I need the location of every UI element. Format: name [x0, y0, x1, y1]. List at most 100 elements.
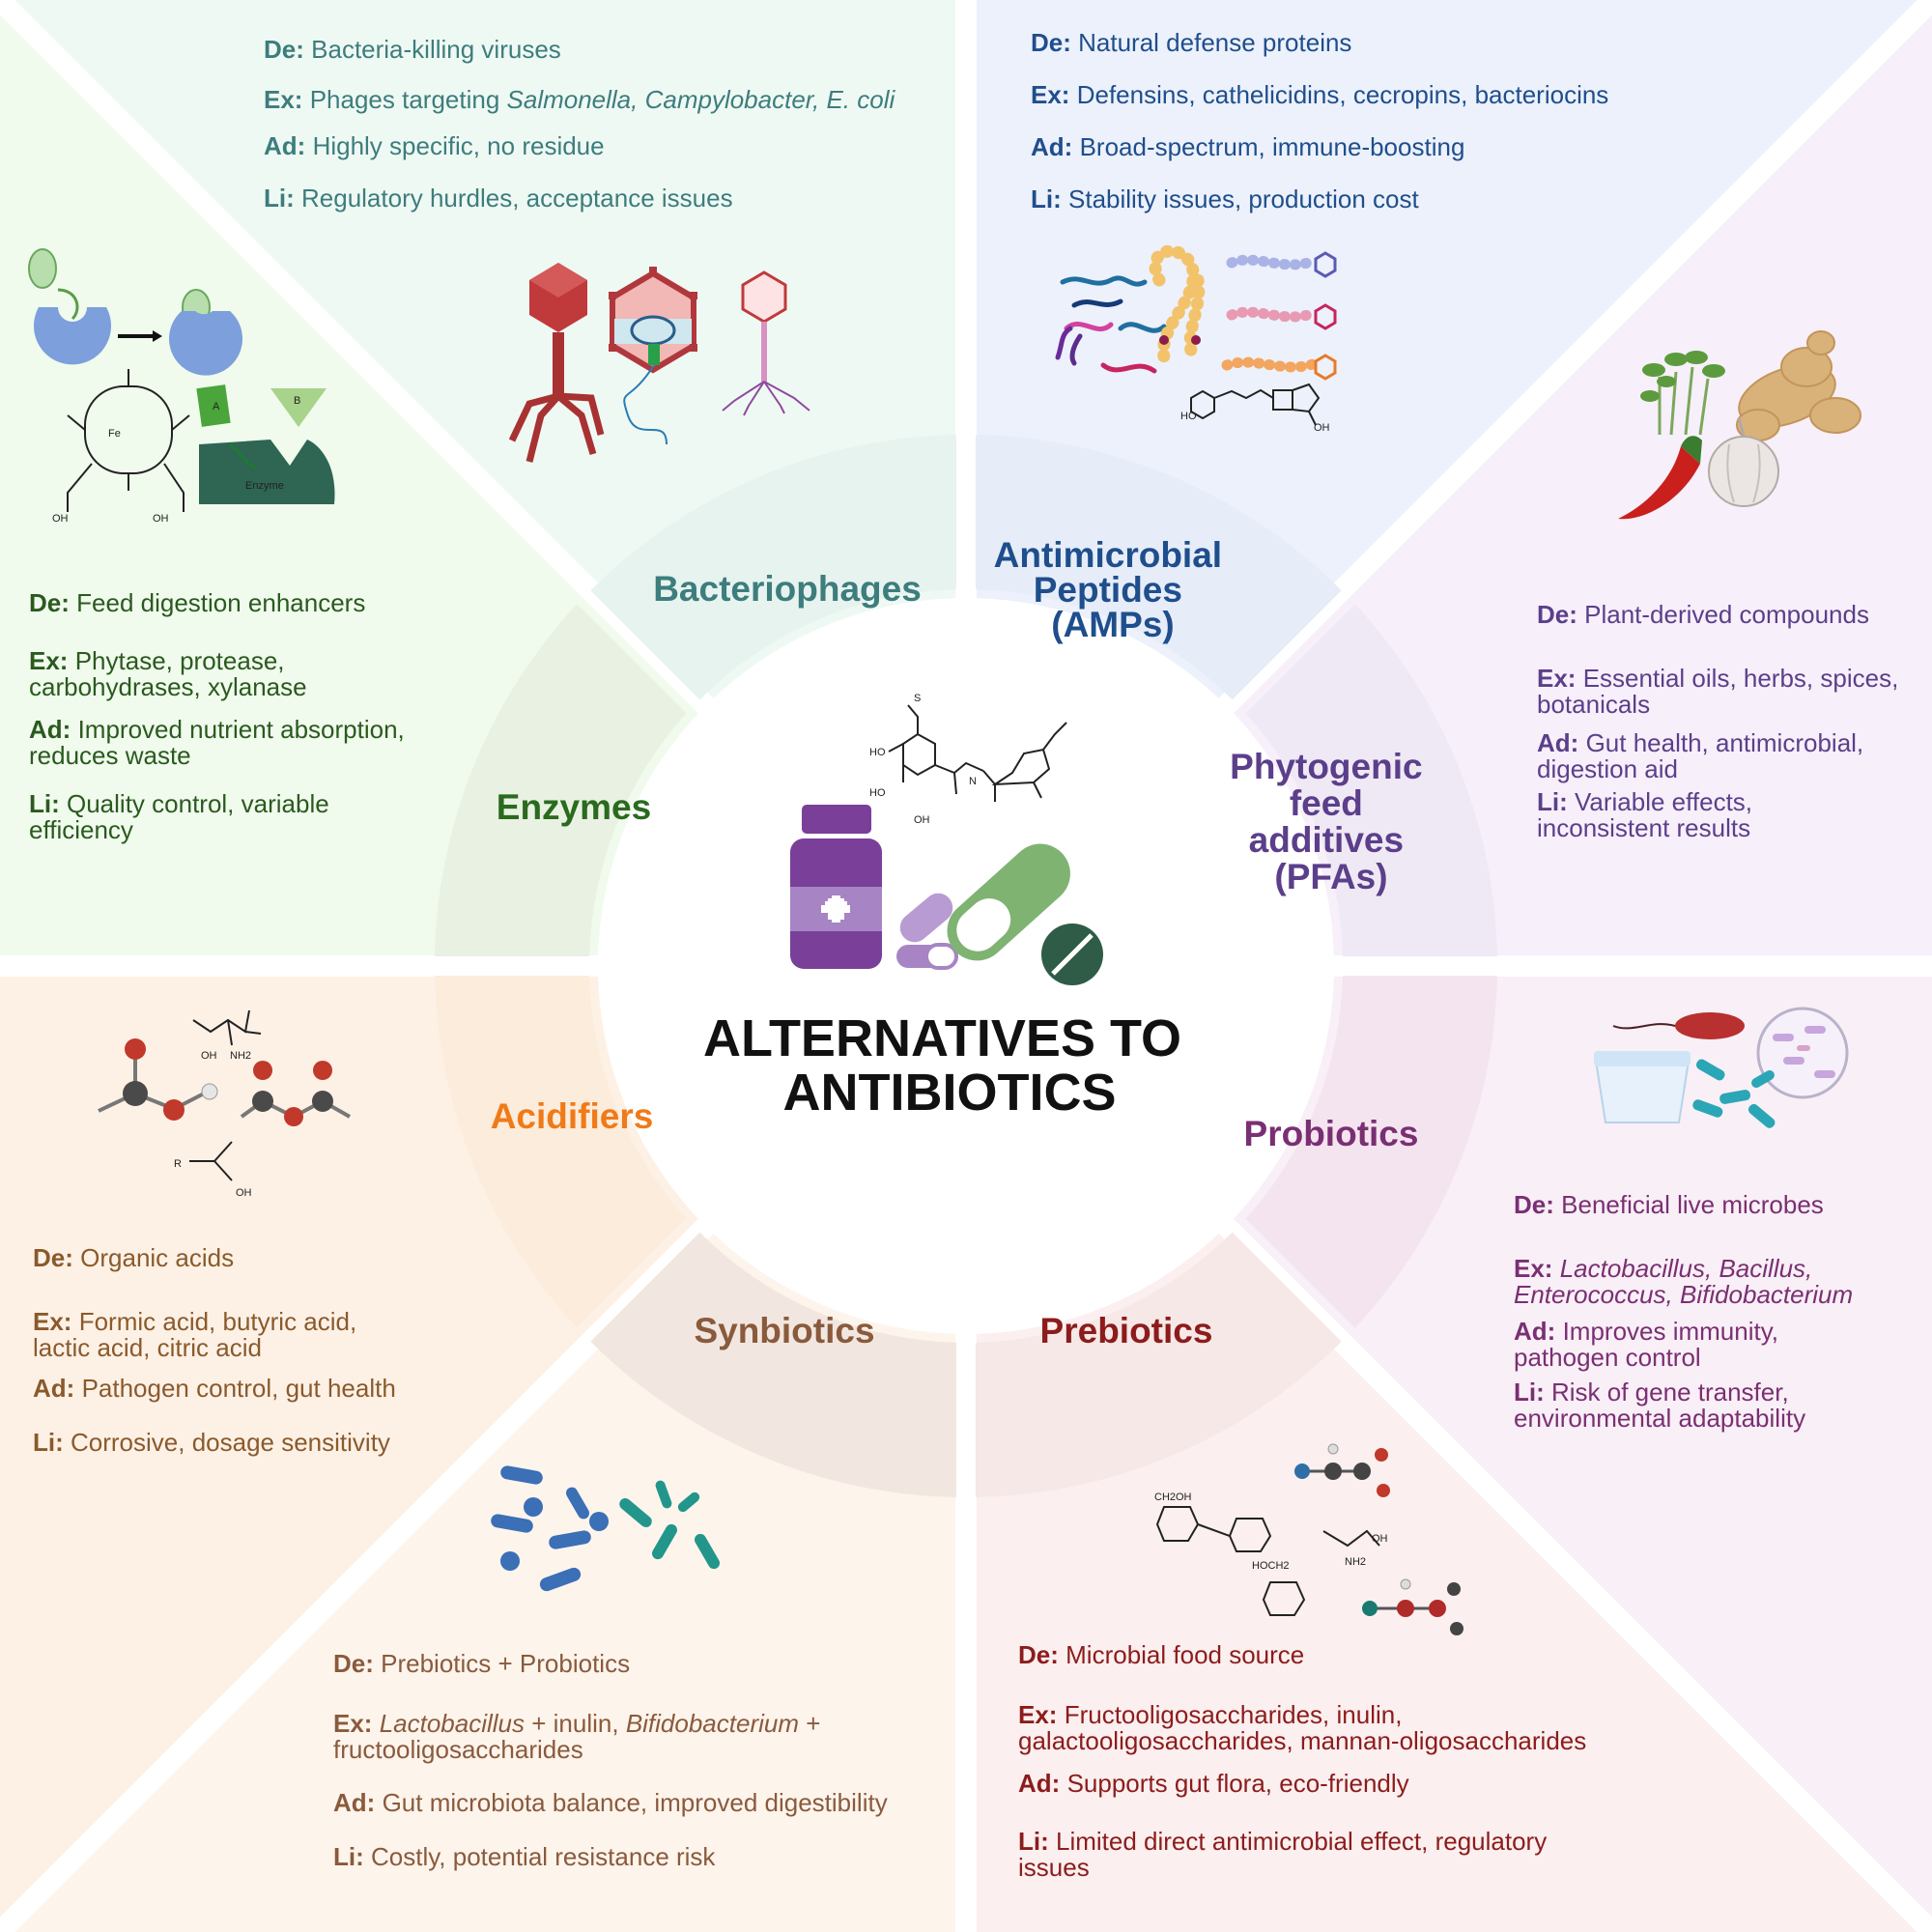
sprouts-icon — [1640, 351, 1725, 436]
info-bacteriophages: De: Bacteria-killing viruses Ex: Phages … — [264, 37, 895, 212]
ad-value: Pathogen control, gut health — [81, 1374, 396, 1403]
ad-value-2: pathogen control — [1514, 1343, 1701, 1372]
oligosaccharide-molecule-icon — [1155, 1506, 1380, 1616]
garlic-icon — [1708, 416, 1779, 507]
ex-key: Ex: — [1537, 664, 1577, 693]
chem-oh-4: OH — [201, 1050, 217, 1062]
ex-key: Ex: — [1031, 80, 1070, 109]
de-value: Microbial food source — [1065, 1640, 1305, 1669]
li-value: Corrosive, dosage sensitivity — [71, 1428, 390, 1457]
acid-molecule-icon — [98, 1038, 218, 1121]
ex-value-1: Essential oils, herbs, spices, — [1582, 664, 1899, 693]
ex-value-1: Fructooligosaccharides, inulin, — [1064, 1700, 1403, 1729]
de-key: De: — [1031, 28, 1071, 57]
chem-oh-7: OH — [153, 513, 169, 525]
label-bacteriophages: Bacteriophages — [653, 569, 922, 609]
bacteriophage-icon-1 — [508, 263, 605, 463]
chem-ho-1: HO — [869, 747, 886, 758]
ex-key: Ex: — [29, 646, 69, 675]
info-prebiotics: De: Microbial food source Ex: Fructoolig… — [1018, 1642, 1586, 1881]
ad-value-1: Improved nutrient absorption, — [77, 715, 405, 744]
ex-value-2: Enterococcus, Bifidobacterium — [1514, 1280, 1854, 1309]
medicine-bottle-icon — [790, 805, 882, 969]
ad-value-2: digestion aid — [1537, 754, 1678, 783]
beaded-peptide-icon — [1149, 244, 1337, 381]
ad-key: Ad: — [1018, 1769, 1061, 1798]
ad-key: Ad: — [1514, 1317, 1556, 1346]
label-phytogenic: Phytogenic feed additives (PFAs) — [1230, 747, 1433, 896]
li-key: Li: — [33, 1428, 64, 1457]
li-key: Li: — [1031, 185, 1062, 213]
de-value: Bacteria-killing viruses — [311, 35, 561, 64]
chem-nh2-2: NH2 — [230, 1050, 251, 1062]
ex-value: Phages targeting — [309, 85, 507, 114]
ex-mid-1: + inulin, — [525, 1709, 626, 1738]
li-key: Li: — [1537, 787, 1568, 816]
chem-ho-3: HO — [1180, 411, 1197, 422]
li-key: Li: — [264, 184, 295, 213]
rod-bacteria-icon — [1692, 1059, 1776, 1128]
bacteriophage-icon-2 — [609, 267, 697, 445]
info-amps: De: Natural defense proteins Ex: Defensi… — [1031, 30, 1608, 213]
chem-b-label: B — [294, 395, 300, 407]
li-value-1: Risk of gene transfer, — [1551, 1378, 1789, 1406]
ex-value-1: Formic acid, butyric acid, — [78, 1307, 357, 1336]
li-value-1: Limited direct antimicrobial effect, reg… — [1056, 1827, 1548, 1856]
ring-enzymes — [435, 604, 687, 956]
ad-value-2: reduces waste — [29, 741, 191, 770]
li-key: Li: — [29, 789, 60, 818]
info-synbiotics: De: Prebiotics + Probiotics Ex: Lactobac… — [333, 1651, 888, 1870]
chem-oh-1: OH — [914, 814, 930, 826]
de-value: Organic acids — [80, 1243, 235, 1272]
ex-mid-2: + — [799, 1709, 821, 1738]
ex-key: Ex: — [1514, 1254, 1553, 1283]
ex-key: Ex: — [33, 1307, 72, 1336]
label-probiotics: Probiotics — [1244, 1114, 1419, 1153]
de-value: Prebiotics + Probiotics — [381, 1649, 631, 1678]
li-value-2: issues — [1018, 1853, 1090, 1882]
chem-ho-2: HO — [869, 787, 886, 799]
chem-n-1: N — [969, 776, 977, 787]
tablet-icon — [1041, 923, 1103, 985]
ex-value-2: carbohydrases, xylanase — [29, 672, 307, 701]
li-value-1: Quality control, variable — [67, 789, 329, 818]
ex-italic-2: Bifidobacterium — [625, 1709, 800, 1738]
label-amps: Antimicrobial Peptides (AMPs) — [994, 535, 1233, 644]
info-probiotics: De: Beneficial live microbes Ex: Lactoba… — [1514, 1192, 1853, 1432]
info-acidifiers: De: Organic acids Ex: Formic acid, butyr… — [33, 1245, 396, 1456]
de-key: De: — [1018, 1640, 1059, 1669]
label-enzymes: Enzymes — [497, 787, 651, 827]
antibiotic-molecule-icon — [888, 704, 1067, 802]
ring-probiotics — [1245, 976, 1497, 1328]
li-value: Regulatory hurdles, acceptance issues — [301, 184, 733, 213]
chem-hoch2: HOCH2 — [1252, 1560, 1290, 1572]
ad-key: Ad: — [1031, 132, 1073, 161]
ring-synbiotics — [590, 1232, 956, 1497]
center-circle — [598, 598, 1334, 1334]
ex-key: Ex: — [333, 1709, 373, 1738]
chili-pepper-icon — [1618, 436, 1702, 520]
de-key: De: — [1514, 1190, 1554, 1219]
carboxylic-acid-icon — [189, 1141, 233, 1181]
chem-oh-6: OH — [52, 513, 69, 525]
anhydride-molecule-icon — [240, 1061, 351, 1126]
penicillin-molecule-icon — [1190, 383, 1321, 426]
bacterium-icon — [1612, 1012, 1745, 1039]
ex-italic-1: Lactobacillus — [379, 1709, 526, 1738]
li-value: Costly, potential resistance risk — [371, 1842, 716, 1871]
ex-value-1: Lactobacillus, Bacillus, — [1559, 1254, 1813, 1283]
li-value: Stability issues, production cost — [1068, 185, 1419, 213]
amino-acid-model-icon-2 — [1362, 1578, 1463, 1635]
ex-value-2: botanicals — [1537, 690, 1651, 719]
porphyrin-structure-icon — [67, 369, 190, 512]
li-value-2: inconsistent results — [1537, 813, 1751, 842]
label-prebiotics: Prebiotics — [1040, 1311, 1213, 1350]
de-value: Natural defense proteins — [1078, 28, 1352, 57]
ad-key: Ad: — [1537, 728, 1579, 757]
ex-value: Defensins, cathelicidins, cecropins, bac… — [1076, 80, 1609, 109]
chem-ch2oh-1: CH2OH — [1154, 1492, 1192, 1503]
enzyme-label: Enzyme — [245, 480, 284, 492]
ex-italic-value: Salmonella, Campylobacter, E. coli — [506, 85, 895, 114]
ring-amps — [976, 435, 1342, 700]
